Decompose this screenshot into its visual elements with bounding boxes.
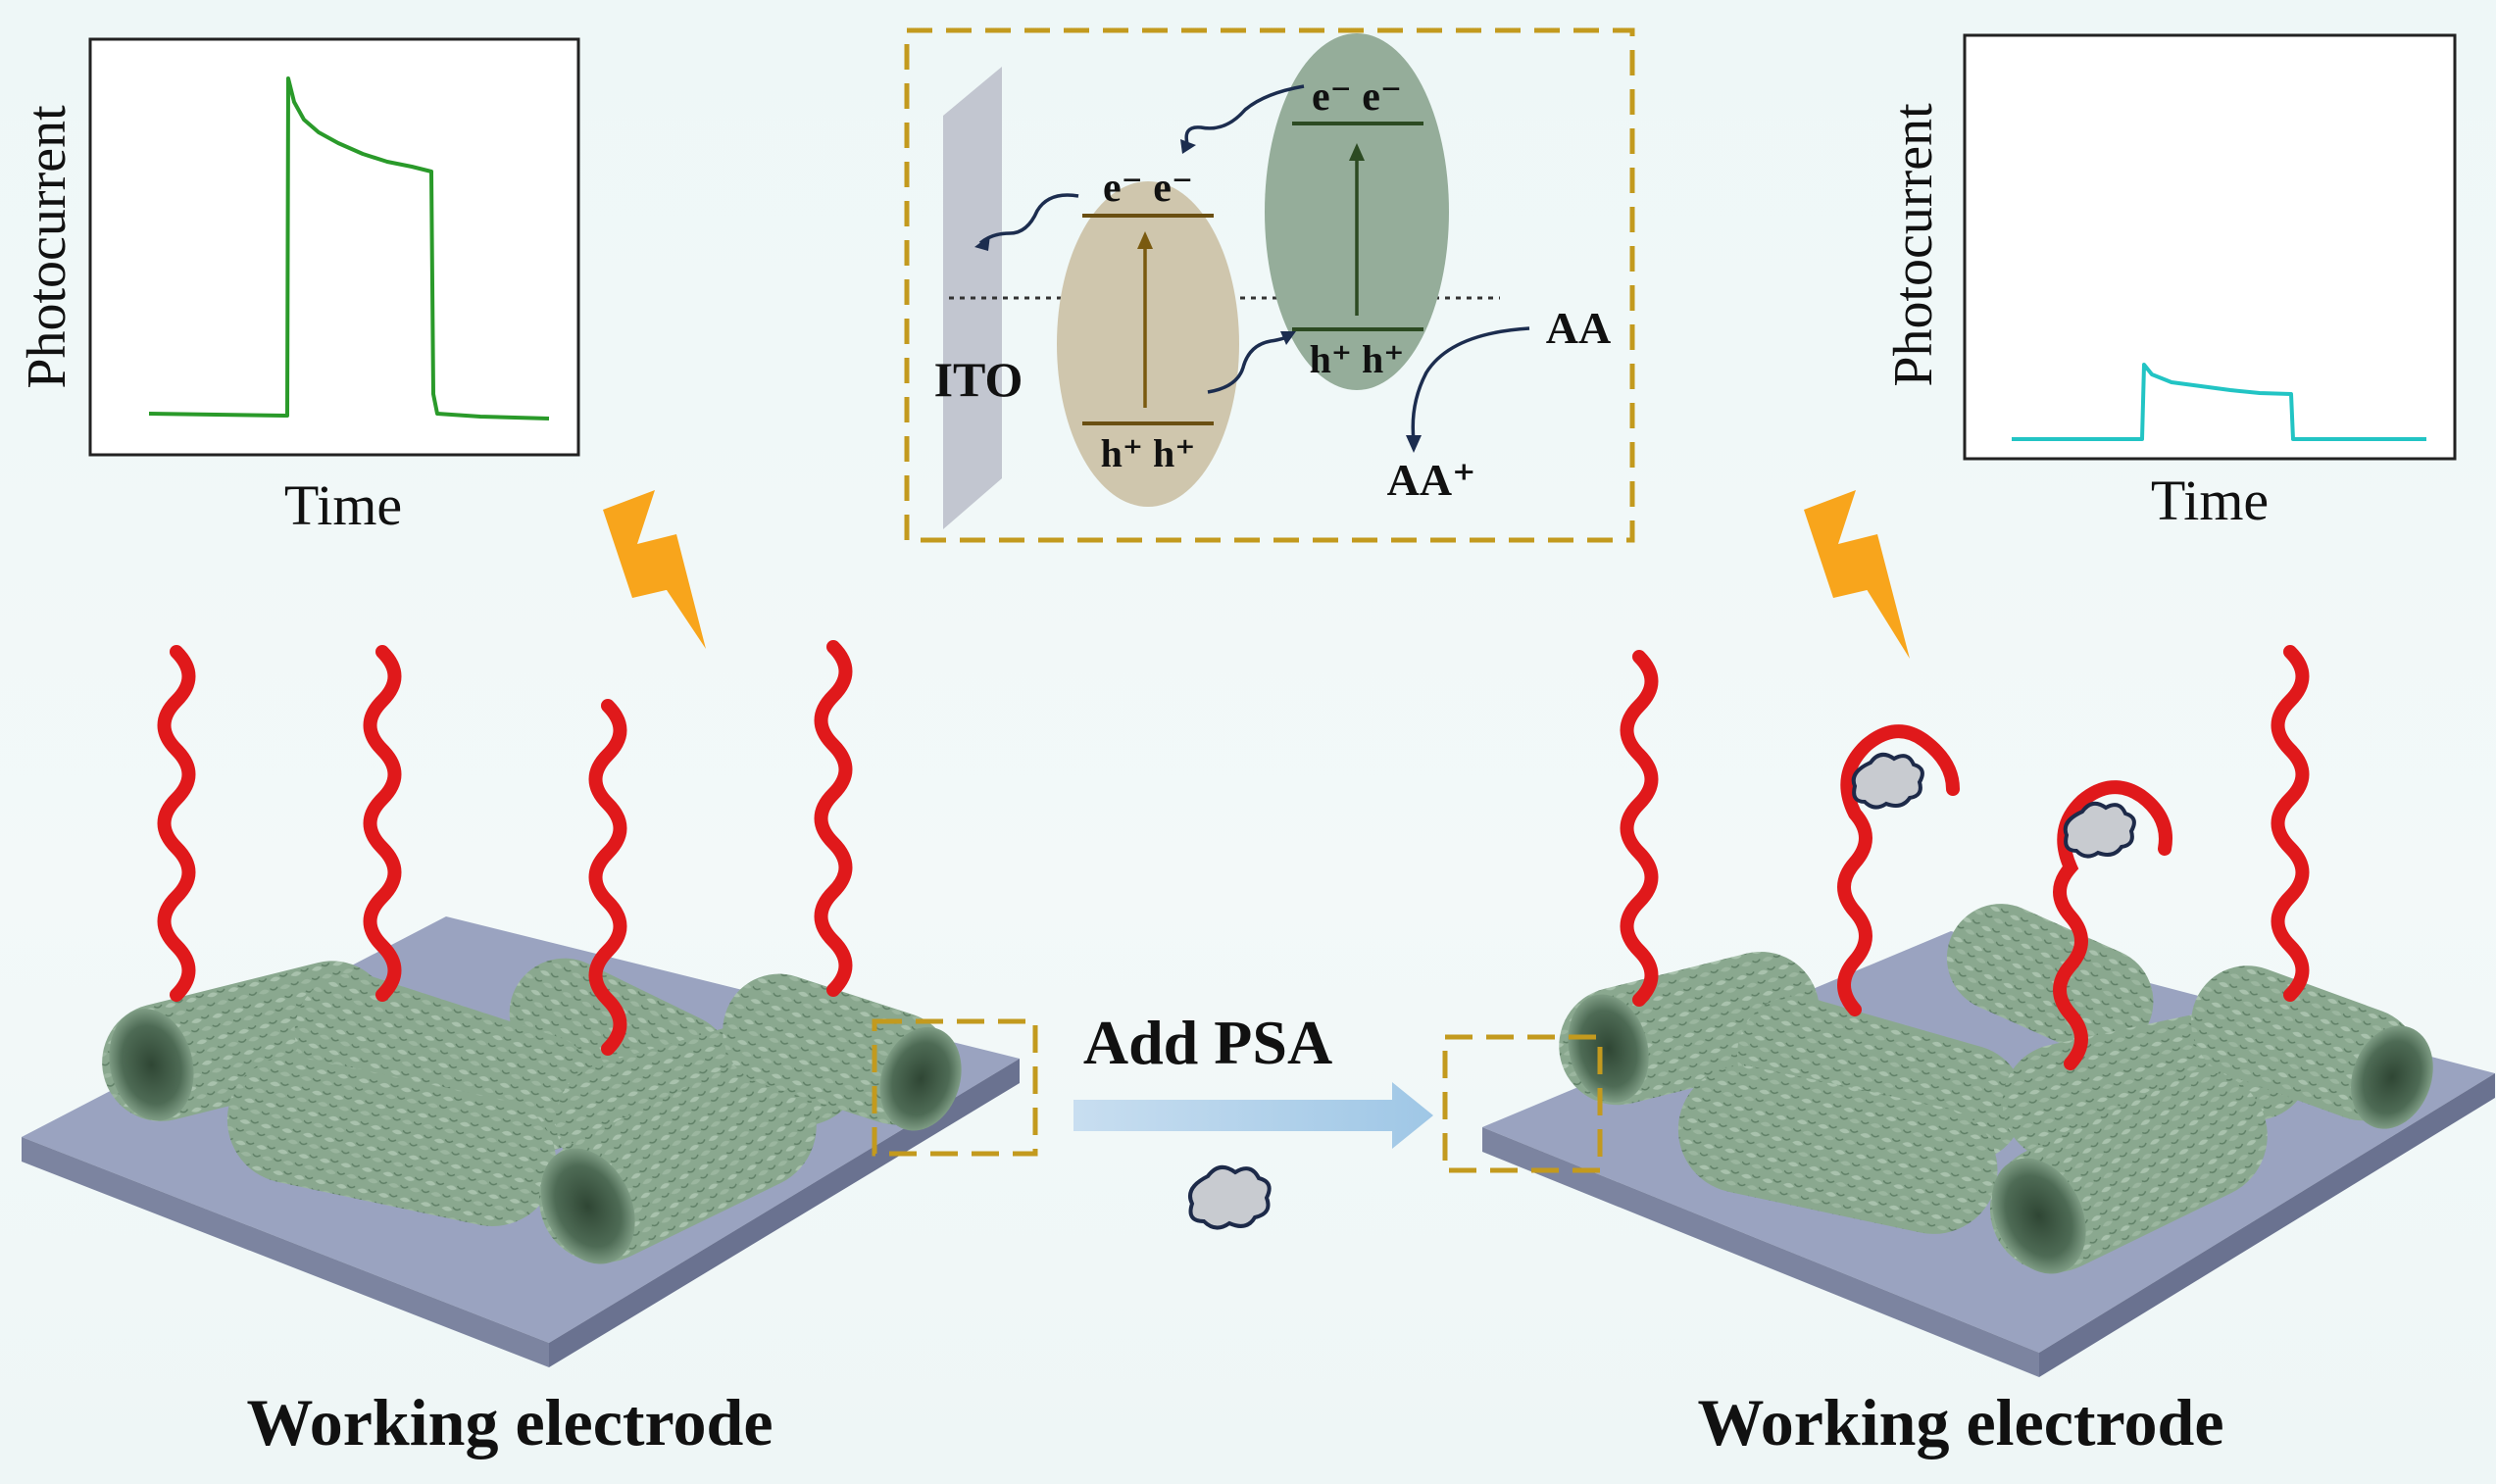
hole-transfer-arrowhead [1280, 331, 1296, 345]
right-light-bolt-icon [1804, 490, 1910, 659]
mechanism-dashed-box [904, 27, 1635, 543]
electron-transfer-arrow-1 [1184, 84, 1305, 148]
right-nanotube-1 [1946, 904, 2154, 1056]
right-excitation-arrowhead [1349, 143, 1365, 161]
right-plot-frame [1963, 33, 2457, 461]
add-psa-label: Add PSA [1083, 1008, 1332, 1077]
left-electrode-caption: Working electrode [247, 1385, 774, 1459]
ito-label: ITO [934, 352, 1023, 407]
electron-transfer-arrow-2 [978, 193, 1079, 245]
right-nanotube-6 [1677, 1065, 1998, 1234]
right-aptamer-1 [1620, 650, 1659, 1007]
left-nanotube-6 [538, 1062, 817, 1264]
right-electrode-caption: Working electrode [1698, 1385, 2224, 1459]
right-substrate-side-edge [2039, 1073, 2495, 1377]
left-plot-ylabel: Photocurrent [17, 105, 77, 389]
psa-bound-icon-2 [2063, 801, 2136, 859]
hole-transfer-arrow [1207, 333, 1291, 394]
right-plot-ylabel: Photocurrent [1883, 103, 1944, 387]
mechanism-panel: ITO e⁻ e⁻ h⁺ h⁺ e⁻ e⁻ h⁺ h⁺ AA AA⁺ [904, 27, 1635, 543]
left-photocurrent-plot: Photocurrent Time [17, 37, 580, 537]
electron-transfer-arrowhead-1 [1180, 139, 1196, 154]
oxidized-donor-label: AA⁺ [1387, 455, 1476, 505]
left-zoom-box [872, 1018, 1038, 1157]
right-photocurrent-trace [2012, 363, 2426, 441]
left-photocurrent-trace [148, 76, 550, 420]
electron-transfer-arrowhead-2 [974, 235, 990, 251]
donor-label: AA [1546, 303, 1611, 353]
right-working-electrode [1442, 645, 2495, 1377]
left-light-bolt-icon [603, 490, 706, 649]
add-psa-arrow [1073, 1082, 1433, 1149]
left-aptamer-3 [588, 699, 627, 1056]
left-excitation-arrowhead [1137, 231, 1153, 249]
donor-oxidation-arrowhead [1406, 435, 1422, 453]
donor-oxidation-arrow [1411, 326, 1530, 442]
left-nanotube-7 [723, 973, 962, 1131]
left-nanotube-5 [226, 1056, 557, 1226]
right-nanotube-7 [1989, 1071, 2268, 1274]
left-aptamer-4 [814, 640, 853, 997]
left-holes-label: h⁺ h⁺ [1101, 431, 1196, 475]
left-plot-xlabel: Time [284, 473, 402, 537]
right-zoom-box [1442, 1034, 1603, 1173]
left-substrate-front-edge [22, 1137, 549, 1367]
right-holes-label: h⁺ h⁺ [1310, 337, 1405, 381]
left-substrate-side-edge [549, 1059, 1020, 1367]
right-photocurrent-plot: Photocurrent Time [1883, 33, 2457, 532]
right-plot-xlabel: Time [2151, 469, 2269, 532]
right-substrate-front-edge [1482, 1127, 2039, 1377]
add-psa-step: Add PSA [1073, 1008, 1433, 1230]
left-plot-frame [88, 37, 580, 457]
right-electrons-label: e⁻ e⁻ [1312, 74, 1402, 120]
left-aptamer-1 [157, 645, 196, 1002]
left-working-electrode [22, 640, 1038, 1367]
right-aptamer-2-bound [1837, 724, 1960, 1016]
right-aptamer-4 [2271, 645, 2310, 1002]
left-electrons-label: e⁻ e⁻ [1103, 166, 1193, 211]
psa-molecule-icon [1188, 1164, 1272, 1230]
left-aptamer-2 [363, 645, 402, 1002]
right-nanotube-5 [2191, 965, 2433, 1129]
psa-bound-icon-1 [1851, 752, 1924, 810]
right-aptamer-3-bound [2053, 780, 2172, 1070]
